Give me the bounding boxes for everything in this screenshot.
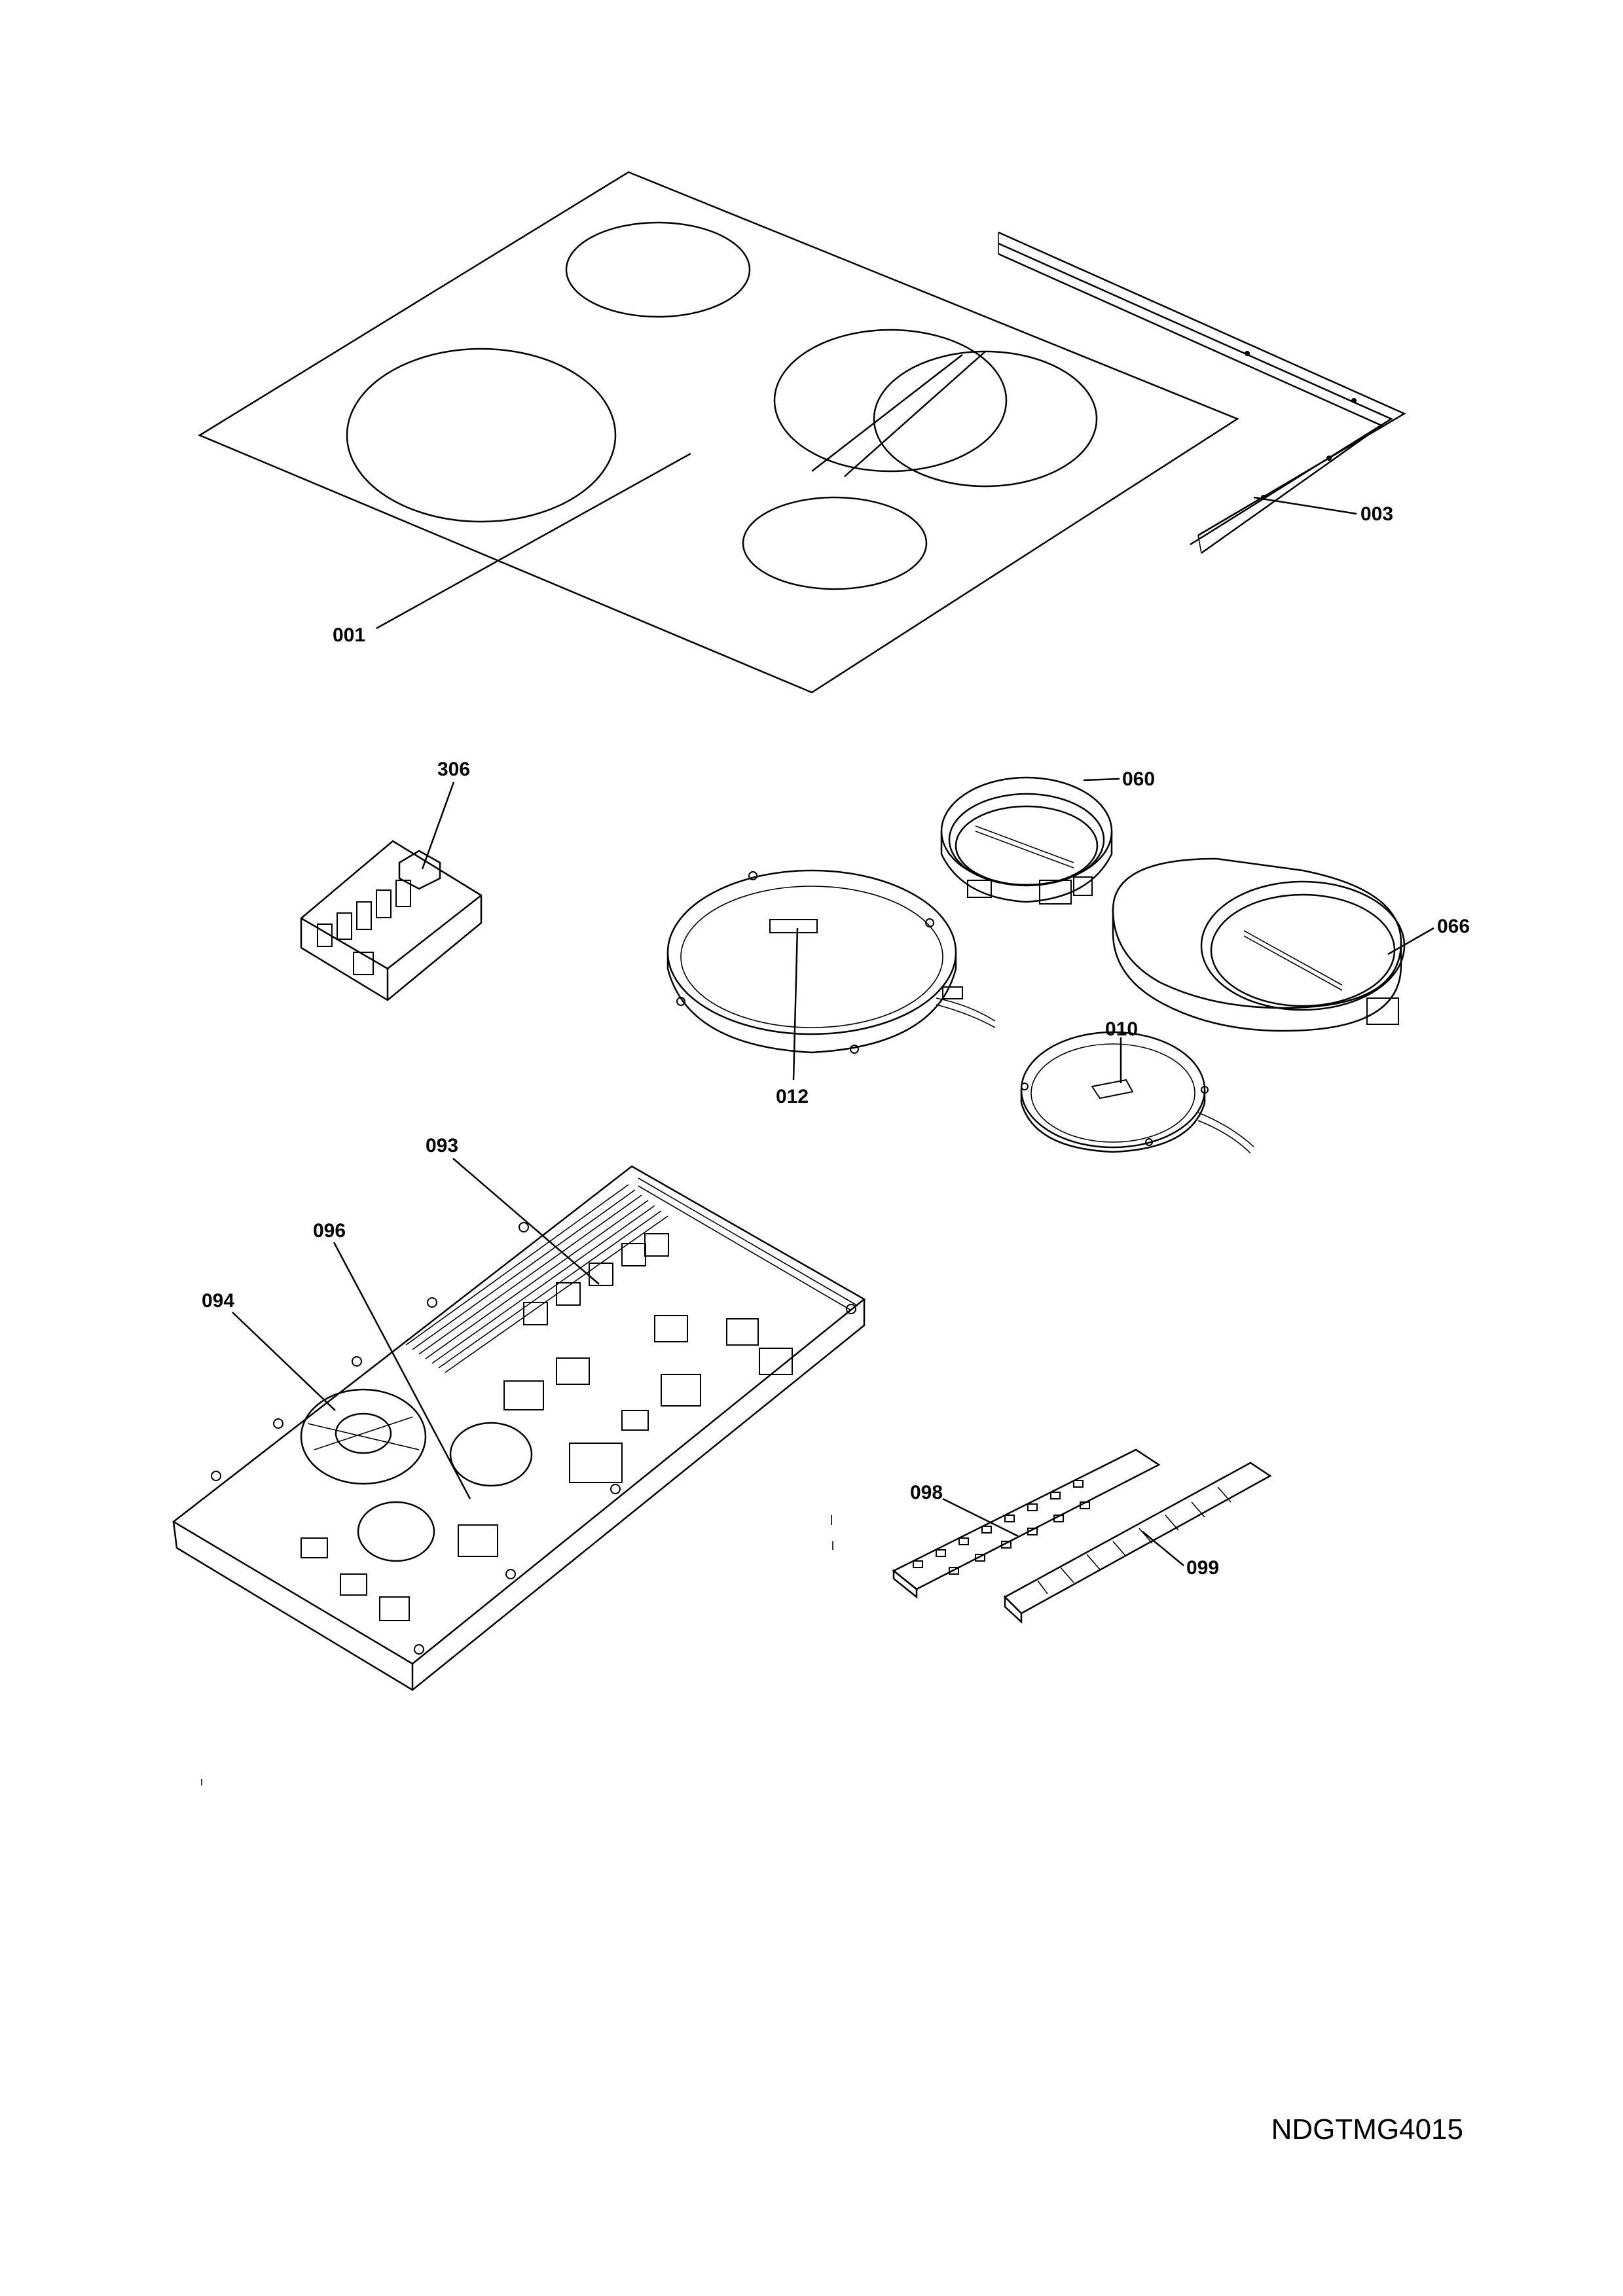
leader-093 — [452, 1158, 600, 1285]
leader-099 — [1142, 1531, 1184, 1566]
part-012-induction-coil-large — [666, 869, 996, 1054]
part-060-radiant-element — [940, 776, 1113, 905]
label-306: 306 — [437, 759, 470, 780]
leader-001 — [376, 452, 691, 630]
part-001-glass-top — [198, 171, 1239, 694]
leader-012 — [792, 927, 799, 1081]
leader-060 — [1083, 778, 1120, 781]
label-066: 066 — [1437, 916, 1470, 937]
part-098-keypad-board — [892, 1448, 1161, 1599]
label-003: 003 — [1360, 503, 1393, 525]
drawing-code: NDGTMG4015 — [1271, 2113, 1463, 2145]
label-010: 010 — [1105, 1018, 1138, 1040]
label-001: 001 — [333, 624, 365, 646]
leader-096 — [333, 1242, 471, 1499]
label-098: 098 — [910, 1482, 943, 1503]
part-099-keypad-bracket — [1003, 1462, 1272, 1624]
label-096: 096 — [313, 1220, 346, 1242]
part-003-trim-frame — [998, 231, 1406, 554]
label-094: 094 — [202, 1290, 234, 1312]
leader-094 — [232, 1312, 336, 1411]
part-093-power-board — [172, 1165, 866, 1691]
label-093: 093 — [426, 1135, 458, 1157]
label-099: 099 — [1186, 1557, 1219, 1579]
leader-003 — [1253, 496, 1357, 515]
leader-098 — [942, 1498, 1019, 1537]
leader-306 — [421, 781, 455, 870]
part-066-oval-element — [1112, 857, 1406, 1032]
label-060: 060 — [1122, 768, 1155, 790]
label-012: 012 — [776, 1086, 809, 1107]
leader-066 — [1387, 927, 1434, 956]
part-306-terminal-block — [300, 840, 483, 1001]
part-010-induction-coil-small — [1020, 1031, 1254, 1154]
